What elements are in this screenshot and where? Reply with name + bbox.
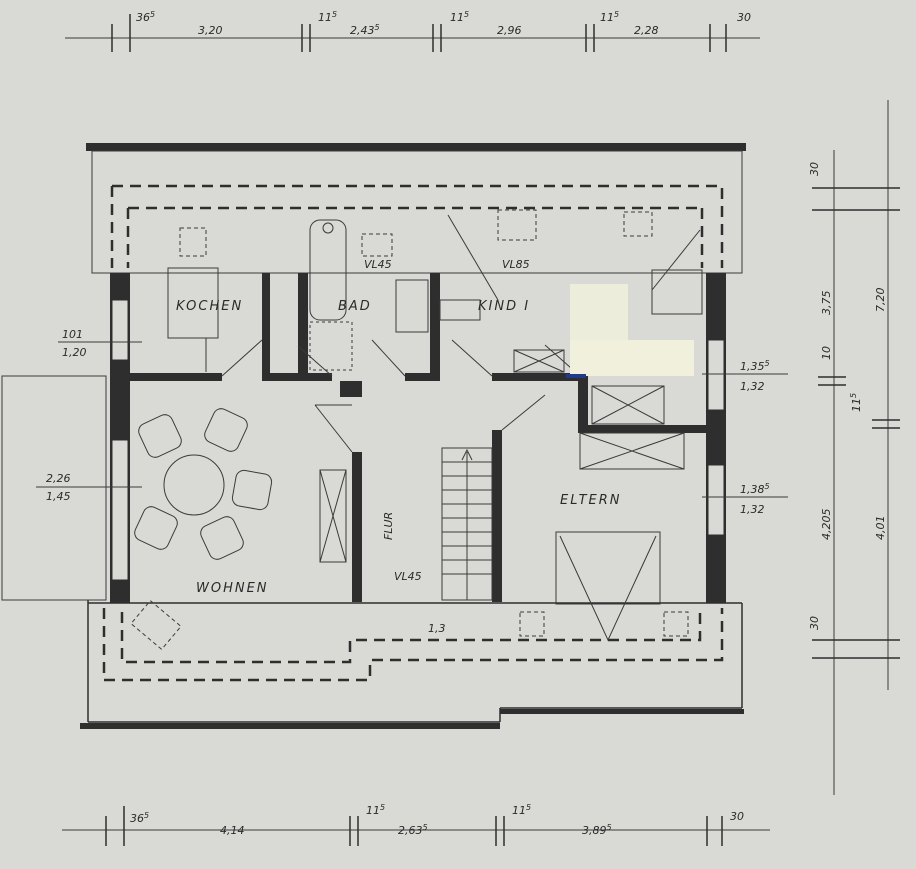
- dim-bottom-3: 3,895: [582, 823, 612, 837]
- dim-top-wall-3: 115: [450, 10, 469, 24]
- dim-right-5: 30: [808, 616, 821, 630]
- roof-line: [110, 184, 724, 268]
- window-child-top: 1,355: [740, 359, 770, 373]
- dim-right-3: 10: [820, 346, 833, 360]
- bathroom-fixtures: [309, 219, 429, 371]
- dim-right-2: 3,75: [820, 291, 833, 316]
- dimension-chain-right: 30 3,75 10 4,205 30 7,20 115 4,01: [808, 100, 900, 795]
- room-label-kitchen: KOCHEN: [176, 299, 243, 314]
- dim-top-1: 3,20: [198, 24, 223, 37]
- annotation-stair-mark: 1,3: [428, 622, 446, 635]
- roof-line-bottom: [102, 608, 724, 682]
- window-living-top: 2,26: [46, 472, 71, 485]
- room-label-hall: FLUR: [382, 512, 395, 540]
- dim-right-total-upper: 7,20: [874, 288, 887, 313]
- window-dimensions: 101 1,20 2,26 1,45 1,355 1,32 1,385 1,32: [36, 328, 788, 516]
- dim-top-wall-5: 30: [737, 11, 751, 24]
- room-label-child: KIND I: [478, 299, 530, 314]
- dimension-chain-bottom: 365 4,14 115 2,635 115 3,895 30: [62, 803, 770, 846]
- room-label-bath: BAD: [338, 299, 372, 314]
- room-label-living: WOHNEN: [196, 581, 269, 596]
- outer-outline: [80, 143, 746, 729]
- dim-top-3: 2,96: [497, 24, 522, 37]
- dimension-chain-top: 365 3,20 115 2,435 115 2,96 115 2,28 30: [65, 10, 760, 52]
- window-living-bottom: 1,45: [46, 490, 71, 503]
- dim-top-2: 2,435: [350, 23, 380, 37]
- door-swings: [221, 339, 581, 453]
- annotation-vl-bath: VL45: [364, 258, 392, 271]
- dim-top-4: 2,28: [634, 24, 659, 37]
- correction-patch: [566, 284, 694, 378]
- staircase: [441, 447, 493, 601]
- room-label-parents: ELTERN: [560, 493, 622, 508]
- dim-right-wall: 115: [849, 393, 863, 412]
- dim-bottom-wall-4: 30: [730, 810, 744, 823]
- parents-room-furniture: [519, 211, 703, 642]
- window-kitchen-bottom: 1,20: [62, 346, 87, 359]
- annotation-vl-stair: VL45: [394, 570, 422, 583]
- dim-top-wall-4: 115: [600, 10, 619, 24]
- dim-bottom-1: 4,14: [220, 824, 245, 837]
- dim-right-1: 30: [808, 162, 821, 176]
- window-parents-bottom: 1,32: [740, 503, 765, 516]
- balcony-left: [1, 375, 107, 601]
- dim-bottom-wall-3: 115: [512, 803, 531, 817]
- dim-bottom-2: 2,635: [398, 823, 428, 837]
- kitchen-furniture: [167, 227, 219, 372]
- dim-bottom-wall-1: 365: [130, 811, 149, 825]
- living-room-furniture: [130, 408, 347, 651]
- annotation-vl-child: VL85: [502, 258, 530, 271]
- dim-top-wall-1: 365: [136, 10, 155, 24]
- dim-right-4: 4,205: [820, 509, 833, 541]
- dim-bottom-wall-2: 115: [366, 803, 385, 817]
- dim-right-total-lower: 4,01: [874, 516, 887, 541]
- window-child-bottom: 1,32: [740, 380, 765, 393]
- child-room-furniture: [439, 209, 565, 373]
- window-parents-top: 1,385: [740, 482, 770, 496]
- window-kitchen-top: 101: [62, 328, 83, 341]
- walls: [110, 273, 726, 603]
- dim-top-wall-2: 115: [318, 10, 337, 24]
